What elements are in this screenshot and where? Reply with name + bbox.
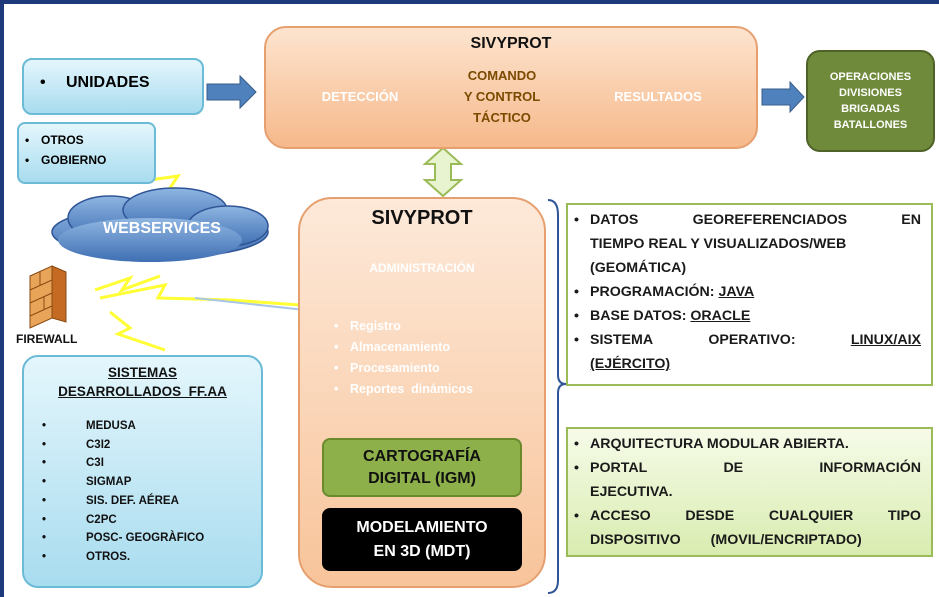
otros-item: OTROS bbox=[21, 130, 154, 150]
sistemas-item: POSC- GEOGRÀFICO bbox=[38, 529, 204, 548]
sistemas-item: C3I bbox=[38, 454, 204, 473]
arch-info-box: ARQUITECTURA MODULAR ABIERTA. PORTALDEIN… bbox=[566, 427, 933, 557]
resultados-label: RESULTADOS bbox=[614, 88, 702, 104]
sivyprot-top-title: SIVYPROT bbox=[470, 35, 552, 52]
sistemas-item: C3I2 bbox=[38, 436, 204, 455]
double-arrow-icon bbox=[422, 146, 464, 198]
deteccion-label: DETECCIÓN bbox=[321, 88, 399, 104]
modelamiento-line: EN 3D (MDT) bbox=[373, 542, 471, 560]
operaciones-line: BRIGADAS bbox=[841, 103, 900, 115]
lightning-bolt-icon bbox=[99, 282, 301, 307]
firewall-icon bbox=[29, 265, 67, 329]
sistemas-item: SIGMAP bbox=[38, 473, 204, 492]
operaciones-line: OPERACIONES bbox=[829, 71, 912, 83]
cartografia-line: CARTOGRAFÍA bbox=[363, 447, 481, 465]
unidades-label: UNIDADES bbox=[36, 74, 202, 92]
admin-item: Almacenamiento bbox=[330, 337, 473, 358]
lightning-bolt-icon bbox=[94, 274, 161, 293]
admin-item: Reportes dinámicos bbox=[330, 379, 473, 400]
webservices-label: WEBSERVICES bbox=[103, 220, 221, 237]
sistemas-item: SIS. DEF. AÉREA bbox=[38, 492, 204, 511]
cartografia-box: CARTOGRAFÍA DIGITAL (IGM) bbox=[322, 438, 522, 497]
cartografia-line: DIGITAL (IGM) bbox=[368, 469, 476, 487]
top-border-bar bbox=[0, 0, 939, 4]
bracket bbox=[547, 199, 567, 594]
administracion-label: ADMINISTRACIÓN bbox=[369, 261, 475, 275]
admin-item: Registro bbox=[330, 316, 473, 337]
comando-line: Y CONTROL bbox=[463, 88, 541, 104]
gobierno-item: GOBIERNO bbox=[21, 150, 154, 170]
modelamiento-box: MODELAMIENTO EN 3D (MDT) bbox=[322, 508, 522, 571]
firewall-label: FIREWALL bbox=[16, 332, 78, 346]
webservices-cloud-icon bbox=[51, 187, 269, 262]
sistemas-box: SISTEMAS DESARROLLADOS FF.AA MEDUSA C3I2… bbox=[22, 355, 263, 588]
otros-box: OTROS GOBIERNO bbox=[17, 122, 156, 184]
unidades-box: UNIDADES bbox=[22, 58, 204, 115]
sistemas-item: OTROS. bbox=[38, 548, 204, 567]
sistemas-list: MEDUSA C3I2 C3I SIGMAP SIS. DEF. AÉREA C… bbox=[38, 417, 204, 567]
admin-list: Registro Almacenamiento Procesamiento Re… bbox=[330, 316, 473, 400]
sivyprot-center-title: SIVYPROT bbox=[371, 206, 473, 229]
operaciones-box: OPERACIONES DIVISIONES BRIGADAS BATALLON… bbox=[806, 50, 935, 152]
sivyprot-process-box: SIVYPROT bbox=[264, 26, 758, 149]
comando-label: COMANDO Y CONTROL TÁCTICO bbox=[432, 54, 572, 138]
sistemas-item: MEDUSA bbox=[38, 417, 204, 436]
tech-programacion: PROGRAMACIÓN: JAVA bbox=[570, 280, 921, 304]
comando-line: COMANDO bbox=[467, 67, 537, 83]
comando-line: TÁCTICO bbox=[473, 109, 531, 125]
tech-base-datos: BASE DATOS: ORACLE bbox=[570, 304, 921, 328]
right-arrow-icon bbox=[761, 80, 805, 114]
sistemas-item: C2PC bbox=[38, 511, 204, 530]
right-arrow-icon bbox=[206, 74, 257, 110]
sistemas-title: SISTEMAS DESARROLLADOS FF.AA bbox=[24, 363, 261, 401]
admin-item: Procesamiento bbox=[330, 358, 473, 379]
sistemas-title-line: DESARROLLADOS FF.AA bbox=[58, 384, 227, 399]
arch-modular: ARQUITECTURA MODULAR ABIERTA. bbox=[570, 432, 921, 456]
lightning-bolt-icon bbox=[109, 310, 166, 352]
operaciones-line: DIVISIONES bbox=[839, 87, 902, 99]
left-border-bar bbox=[0, 0, 4, 597]
modelamiento-line: MODELAMIENTO bbox=[356, 518, 488, 536]
operaciones-line: BATALLONES bbox=[833, 119, 908, 131]
sistemas-title-line: SISTEMAS bbox=[107, 365, 177, 380]
